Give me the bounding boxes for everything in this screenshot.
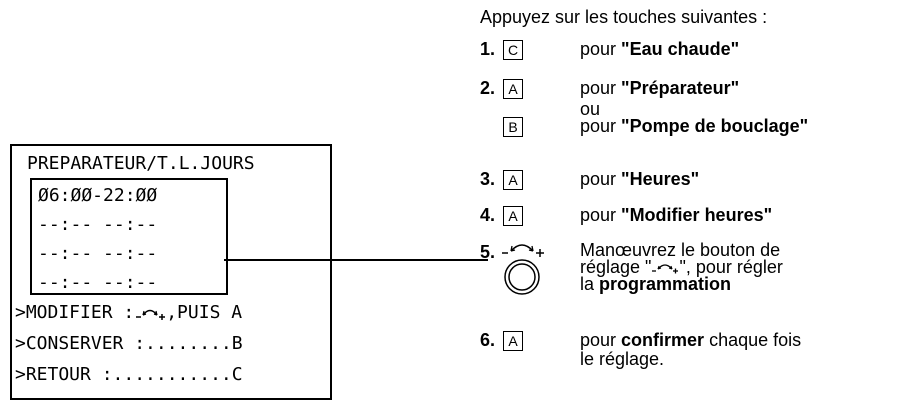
step-number: 5. [480,242,496,262]
step-text-line2: réglage "", pour régler [580,257,783,277]
step-2-or: ou [580,99,601,119]
connector-line [224,259,488,261]
rotate-knob-icon [652,264,679,274]
lcd-menu-modify-prefix: >MODIFIER : [15,302,135,323]
lcd-menu-back: >RETOUR :...........C [15,364,243,385]
key-a: A [503,206,523,226]
lcd-times-box: Ø6:ØØ-22:ØØ --:-- --:-- --:-- --:-- --:-… [30,178,228,295]
lcd-time-row: --:-- --:-- [38,243,158,264]
lcd-time-row: --:-- --:-- [38,272,158,293]
step-2: 2. A pour "Préparateur" [480,79,920,101]
step-5: 5. Manœuvrez le bouton de réglage "", po… [480,240,920,313]
step-number: 1. [480,39,496,59]
step-2b: B pour "Pompe de bouclage" [480,117,920,139]
adjust-knob-icon [502,244,544,295]
key-a: A [503,170,523,190]
step-number: 2. [480,78,496,98]
key-c: C [503,40,523,60]
rotate-knob-icon [136,309,166,320]
lcd-menu-keep: >CONSERVER :........B [15,333,243,354]
lcd-menu-modify-suffix: ,PUIS A [166,302,243,323]
instructions-intro: Appuyez sur les touches suivantes : [480,7,768,27]
step-text: pour "Préparateur" [580,78,740,98]
step-text-line1: Manœuvrez le bouton de [580,240,781,260]
key-a: A [503,331,523,351]
step-text: pour "Eau chaude" [580,39,740,59]
lcd-time-row: --:-- --:-- [38,214,158,235]
lcd-menu-modify: >MODIFIER : ,PUIS A [15,303,242,323]
lcd-display: PREPARATEUR/T.L.JOURS Ø6:ØØ-22:ØØ --:-- … [10,144,332,400]
step-1: 1. C pour "Eau chaude" [480,40,920,62]
step-6: 6. A pour confirmer chaque fois le régla… [480,331,920,371]
step-4: 4. A pour "Modifier heures" [480,206,920,228]
step-text-line1: pour confirmer chaque fois [580,330,802,350]
lcd-title: PREPARATEUR/T.L.JOURS [27,153,255,174]
step-3: 3. A pour "Heures" [480,170,920,192]
step-text: pour "Modifier heures" [580,205,773,225]
key-a: A [503,79,523,99]
step-number: 6. [480,330,496,350]
lcd-time-row: Ø6:ØØ-22:ØØ [38,185,158,206]
step-text-line3: la programmation [580,274,732,294]
step-number: 4. [480,205,496,225]
step-text: pour "Heures" [580,169,700,189]
key-b: B [503,117,523,137]
step-number: 3. [480,169,496,189]
step-text-line2: le réglage. [580,349,665,369]
step-text: pour "Pompe de bouclage" [580,116,809,136]
